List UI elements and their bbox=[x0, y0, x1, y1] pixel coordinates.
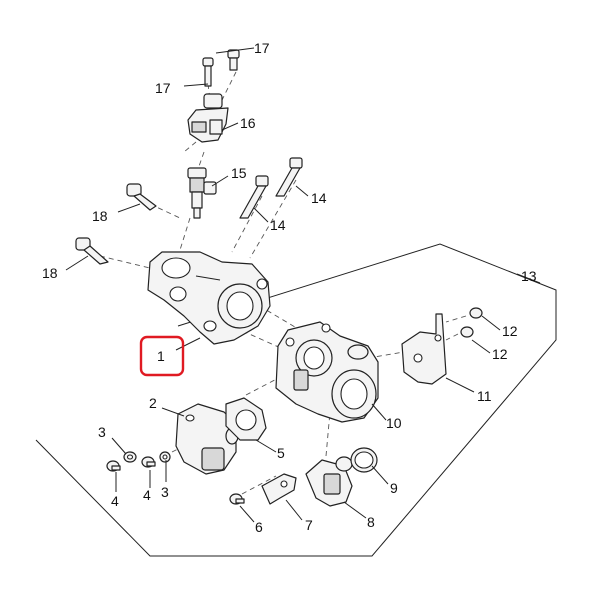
bolt-18-lower bbox=[75, 237, 109, 265]
gasket-5 bbox=[225, 397, 267, 441]
screw-12-upper bbox=[469, 307, 483, 319]
callout-16: 16 bbox=[240, 115, 256, 131]
callout-12-lower: 12 bbox=[492, 346, 508, 362]
assembly-frame bbox=[35, 243, 557, 557]
bolt-17-left bbox=[202, 57, 214, 87]
bolt-17-right bbox=[227, 49, 240, 71]
callout-1: 1 bbox=[157, 348, 165, 364]
screw-6 bbox=[229, 493, 245, 505]
callout-15: 15 bbox=[231, 165, 247, 181]
fuel-injector-15 bbox=[187, 167, 217, 219]
callout-7: 7 bbox=[305, 517, 313, 533]
callout-13: 13 bbox=[521, 268, 537, 284]
callout-6: 6 bbox=[255, 519, 263, 535]
screw-4-left bbox=[106, 460, 121, 472]
callout-18-lower: 18 bbox=[42, 265, 58, 281]
sensor-8 bbox=[305, 456, 353, 507]
leader-13 bbox=[516, 273, 541, 284]
callout-9: 9 bbox=[390, 480, 398, 496]
bracket-11 bbox=[401, 313, 447, 385]
callout-3-upper: 3 bbox=[98, 424, 106, 440]
callout-14-right: 14 bbox=[311, 190, 327, 206]
washer-3-lower bbox=[159, 451, 171, 463]
fuel-rail-16 bbox=[183, 93, 229, 153]
callout-8: 8 bbox=[367, 514, 375, 530]
callout-4-left: 4 bbox=[111, 493, 119, 509]
callout-14-left: 14 bbox=[270, 217, 286, 233]
intake-manifold-1 bbox=[147, 251, 271, 345]
callout-17-right: 17 bbox=[254, 40, 270, 56]
washer-3-upper bbox=[123, 451, 137, 463]
bolt-14-right bbox=[275, 157, 303, 197]
callout-17-left: 17 bbox=[155, 80, 171, 96]
callout-4-right: 4 bbox=[143, 487, 151, 503]
callout-11: 11 bbox=[477, 388, 492, 404]
sensor-module-2 bbox=[175, 403, 239, 475]
callout-10: 10 bbox=[386, 415, 402, 431]
callout-12-upper: 12 bbox=[502, 323, 518, 339]
throttle-body-10 bbox=[275, 321, 379, 423]
callout-2: 2 bbox=[149, 395, 157, 411]
highlight-box-part-1 bbox=[139, 335, 185, 377]
screw-12-lower bbox=[460, 326, 474, 338]
callout-5: 5 bbox=[277, 445, 285, 461]
o-ring-9 bbox=[350, 447, 378, 473]
screw-4-right bbox=[141, 456, 156, 468]
callout-3-lower: 3 bbox=[161, 484, 169, 500]
bolt-14-left bbox=[239, 175, 269, 219]
clip-7 bbox=[261, 473, 297, 505]
bolt-18-upper bbox=[126, 183, 157, 211]
callout-18-upper: 18 bbox=[92, 208, 108, 224]
